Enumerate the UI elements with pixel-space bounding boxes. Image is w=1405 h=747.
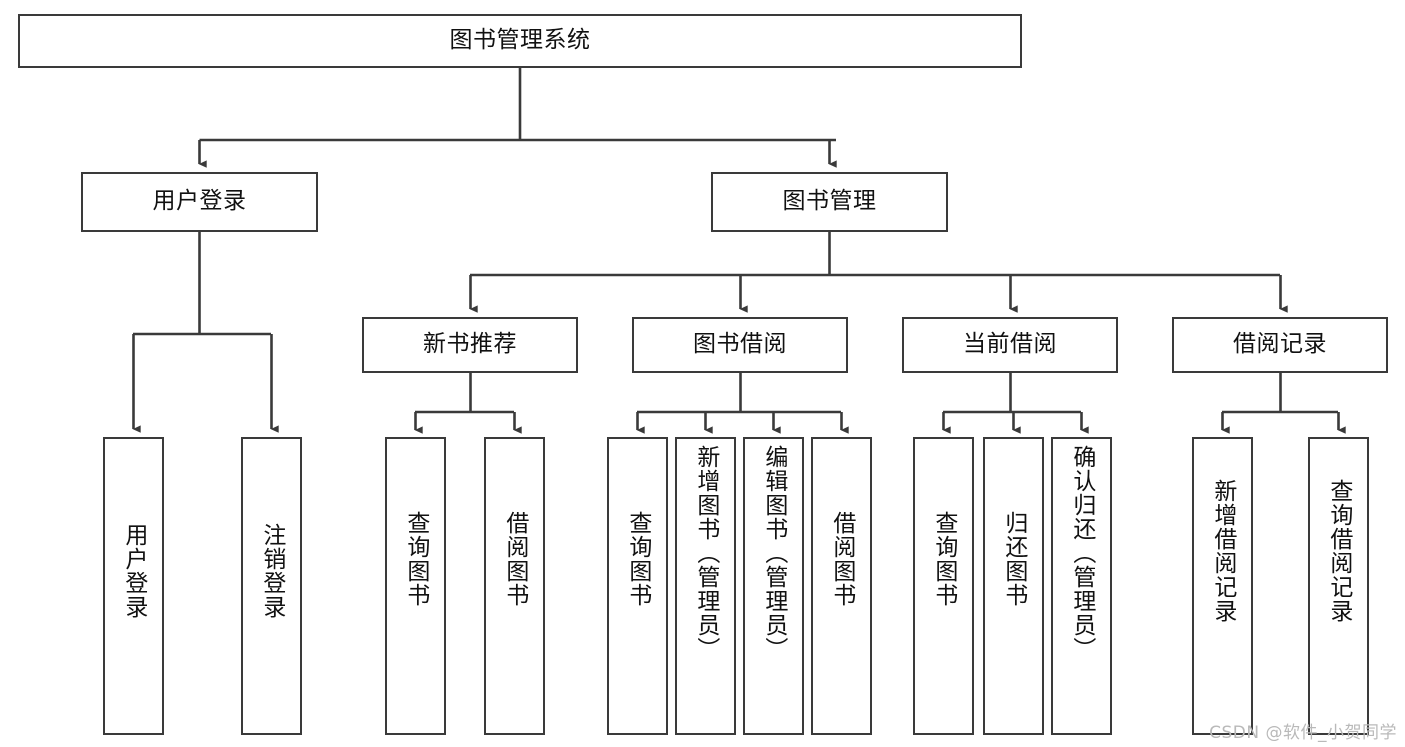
node-label: 查询图书 xyxy=(930,511,957,607)
node-label: 确认归还（管理员） xyxy=(1068,445,1095,661)
node-label: 借阅图书 xyxy=(501,511,528,607)
node-new-book-recommend[interactable]: 新书推荐 xyxy=(362,317,578,373)
node-label: 归还图书 xyxy=(1000,511,1027,607)
leaf-logout[interactable]: 注销登录 xyxy=(241,437,302,735)
node-label: 用户登录 xyxy=(152,188,247,215)
csdn-watermark: CSDN @软件_小贺同学 xyxy=(1209,723,1397,743)
leaf-add-book-admin[interactable]: 新增图书（管理员） xyxy=(675,437,736,735)
node-label: 图书管理 xyxy=(782,188,877,215)
node-label: 查询借阅记录 xyxy=(1325,479,1352,623)
leaf-edit-book-admin[interactable]: 编辑图书（管理员） xyxy=(743,437,804,735)
leaf-confirm-return-admin[interactable]: 确认归还（管理员） xyxy=(1051,437,1112,735)
node-label: 新书推荐 xyxy=(423,331,517,358)
node-label: 查询图书 xyxy=(624,511,651,607)
leaf-query-book-borrow[interactable]: 查询图书 xyxy=(607,437,668,735)
leaf-borrow-book-recommend[interactable]: 借阅图书 xyxy=(484,437,545,735)
node-book-borrow[interactable]: 图书借阅 xyxy=(632,317,848,373)
node-label: 当前借阅 xyxy=(963,331,1057,358)
node-user-login[interactable]: 用户登录 xyxy=(81,172,318,232)
node-label: 图书管理系统 xyxy=(449,27,591,54)
node-label: 查询图书 xyxy=(402,511,429,607)
leaf-query-borrow-record[interactable]: 查询借阅记录 xyxy=(1308,437,1369,735)
node-label: 借阅图书 xyxy=(828,511,855,607)
leaf-return-book[interactable]: 归还图书 xyxy=(983,437,1044,735)
leaf-query-book-recommend[interactable]: 查询图书 xyxy=(385,437,446,735)
node-label: 借阅记录 xyxy=(1233,331,1327,358)
leaf-add-borrow-record[interactable]: 新增借阅记录 xyxy=(1192,437,1253,735)
node-root-system[interactable]: 图书管理系统 xyxy=(18,14,1022,68)
leaf-borrow-book[interactable]: 借阅图书 xyxy=(811,437,872,735)
leaf-user-login[interactable]: 用户登录 xyxy=(103,437,164,735)
node-label: 用户登录 xyxy=(120,523,147,619)
leaf-query-book-current[interactable]: 查询图书 xyxy=(913,437,974,735)
node-label: 新增借阅记录 xyxy=(1209,479,1236,623)
node-label: 注销登录 xyxy=(258,523,285,619)
node-label: 图书借阅 xyxy=(693,331,787,358)
node-label: 编辑图书（管理员） xyxy=(760,445,787,661)
node-borrow-record[interactable]: 借阅记录 xyxy=(1172,317,1388,373)
node-label: 新增图书（管理员） xyxy=(692,445,719,661)
node-book-management[interactable]: 图书管理 xyxy=(711,172,948,232)
node-current-borrow[interactable]: 当前借阅 xyxy=(902,317,1118,373)
